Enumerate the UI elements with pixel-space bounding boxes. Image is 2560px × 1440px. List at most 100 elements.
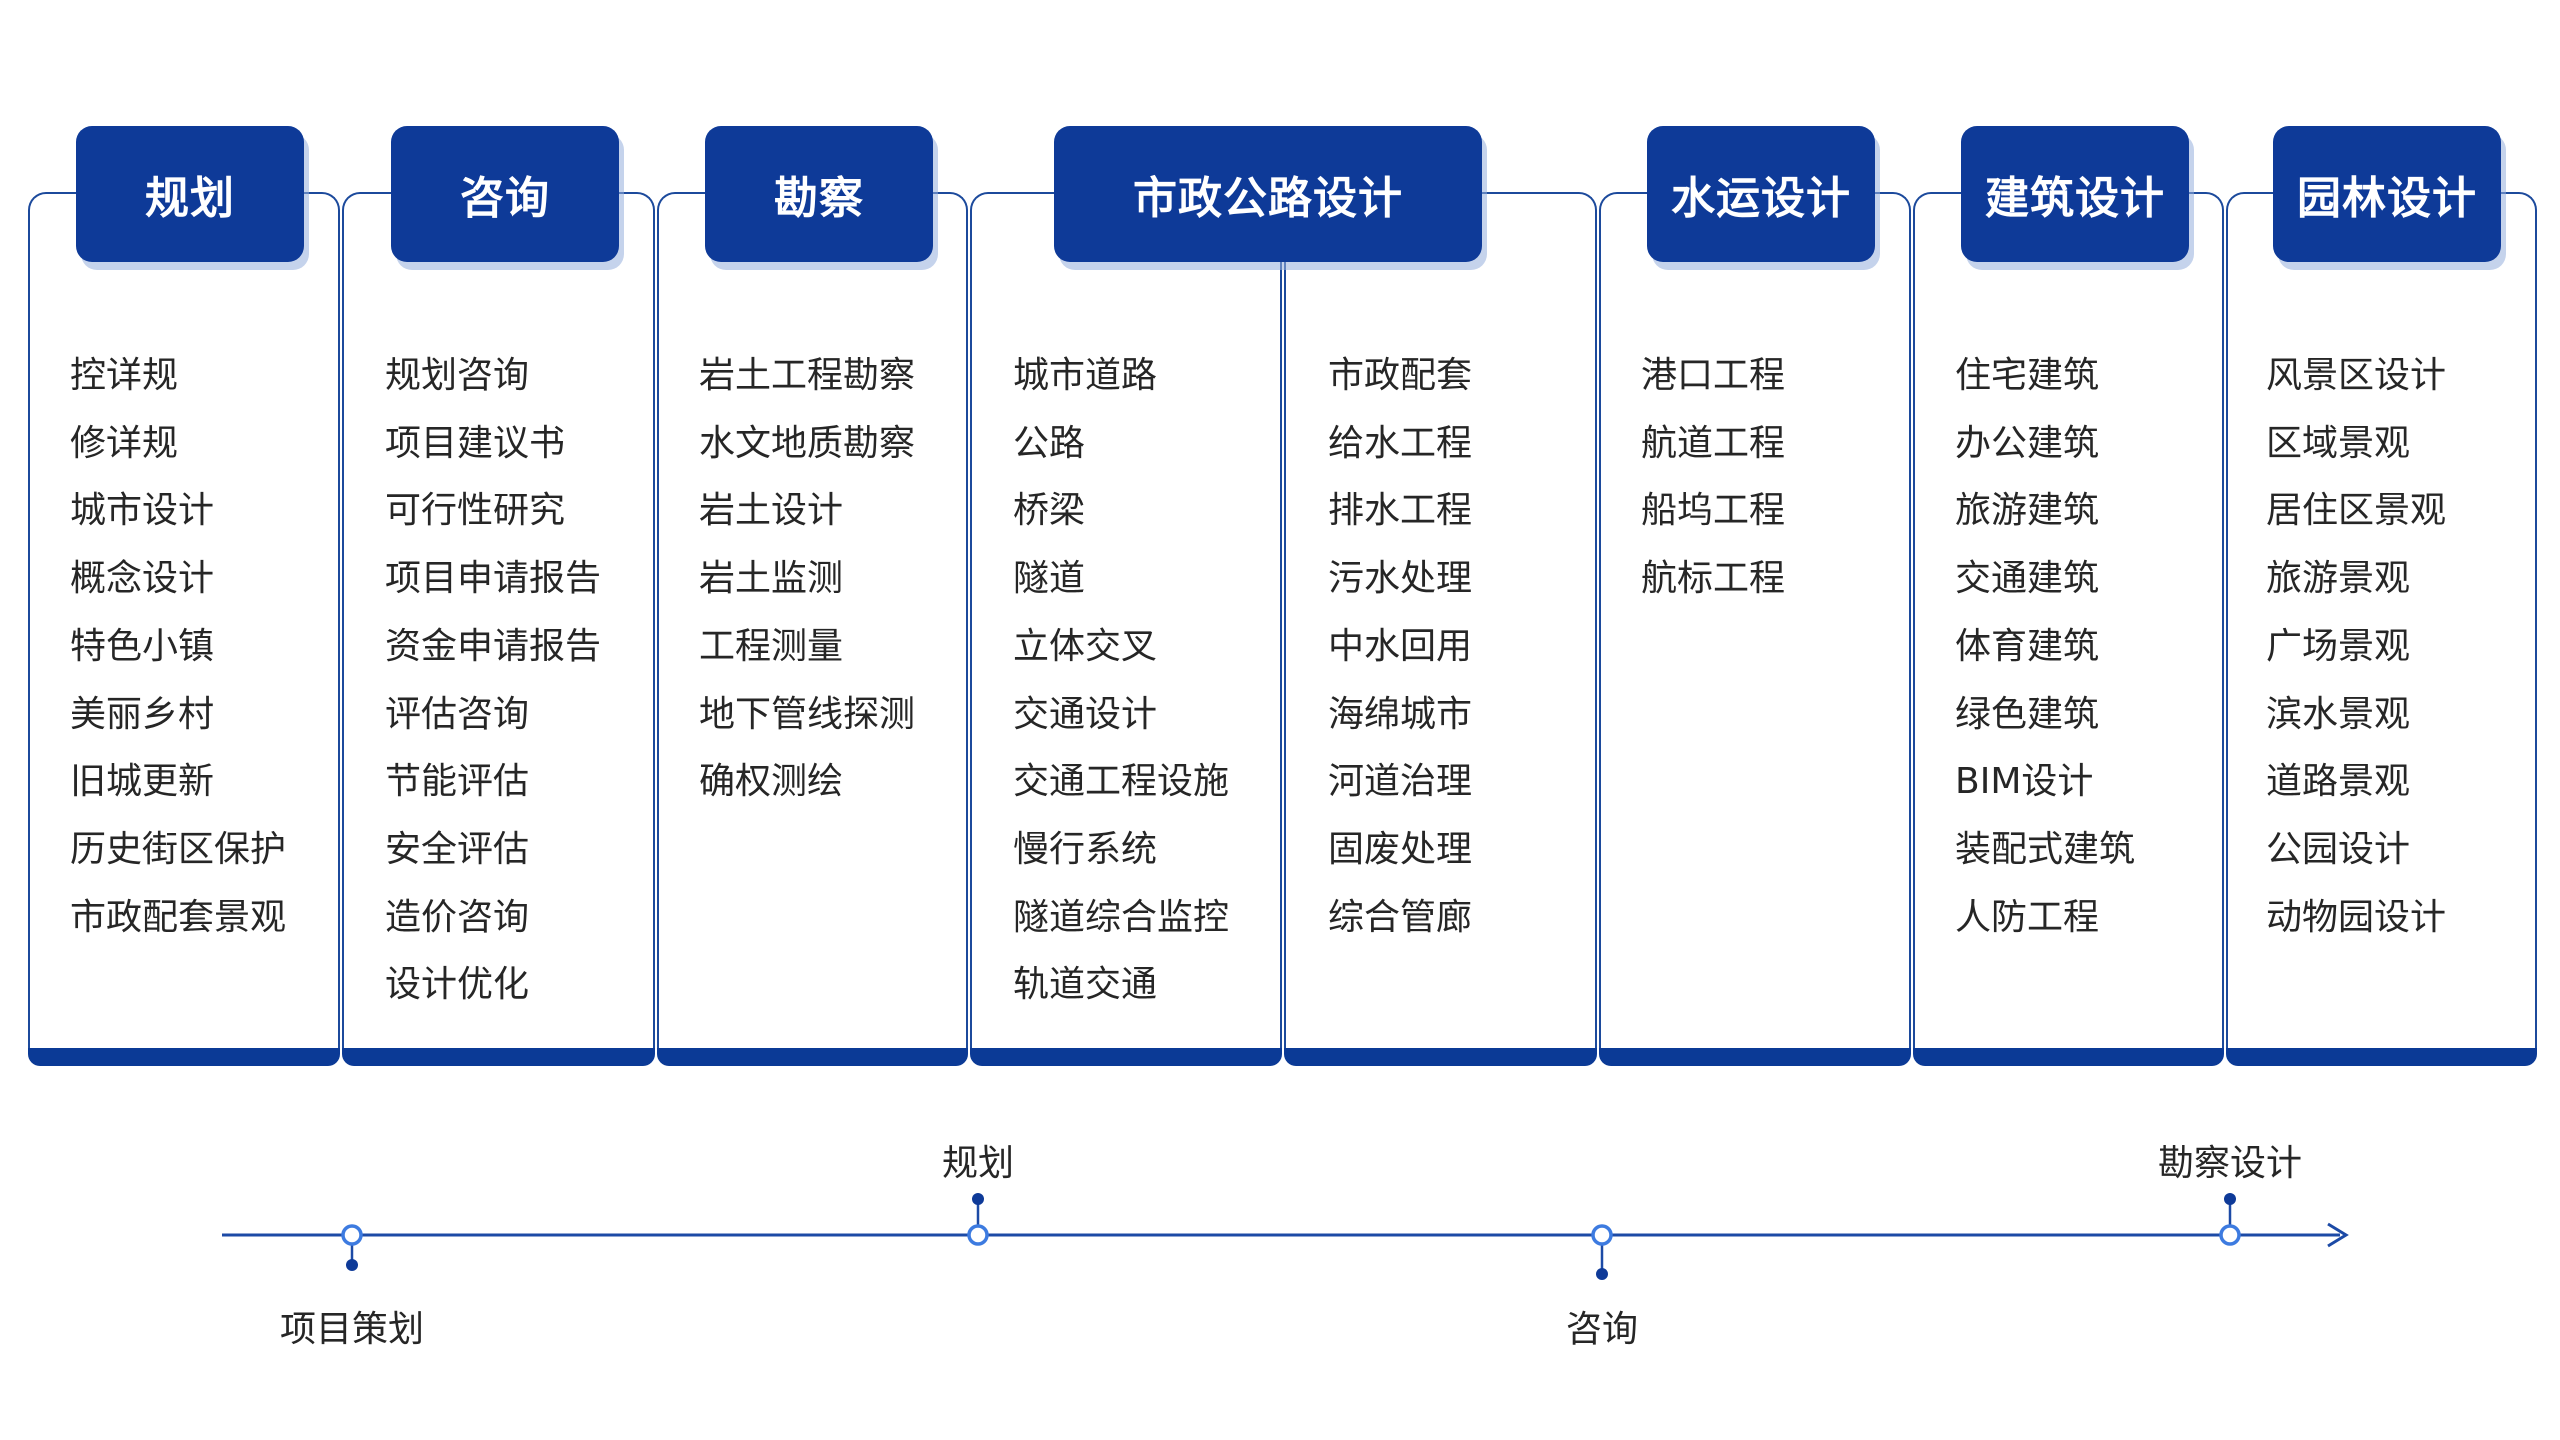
list-item: 项目申请报告 xyxy=(385,558,602,600)
list-item: 旅游景观 xyxy=(2266,558,2411,600)
card-base-waterway xyxy=(1599,1048,1911,1066)
list-item: BIM设计 xyxy=(1955,761,2094,803)
card-architecture xyxy=(1913,192,2224,1062)
list-item: 给水工程 xyxy=(1328,422,1473,464)
list-item: 造价咨询 xyxy=(385,896,530,938)
list-item: 区域景观 xyxy=(2266,422,2411,464)
list-landscape: 风景区设计 区域景观 居住区景观 旅游景观 广场景观 滨水景观 道路景观 公园设… xyxy=(2266,342,2446,951)
card-waterway xyxy=(1599,192,1911,1062)
list-item: 滨水景观 xyxy=(2266,693,2411,735)
card-consulting xyxy=(342,192,655,1062)
list-item: 住宅建筑 xyxy=(1955,355,2100,396)
list-item: 风景区设计 xyxy=(2266,355,2447,396)
timeline-label-planning: 规划 xyxy=(941,1143,1015,1184)
list-item: 安全评估 xyxy=(385,828,530,870)
list-item: 广场景观 xyxy=(2266,625,2411,667)
list-item: 动物园设计 xyxy=(2266,896,2447,938)
list-item: 船坞工程 xyxy=(1641,490,1786,532)
timeline-label-consulting: 咨询 xyxy=(1565,1309,1639,1350)
card-planning xyxy=(28,192,340,1062)
tab-consulting: 咨询 xyxy=(391,126,619,262)
list-item: 设计优化 xyxy=(385,964,530,1006)
timeline-node xyxy=(2219,1224,2241,1246)
list-item: 美丽乡村 xyxy=(70,693,215,735)
card-base-survey xyxy=(657,1048,968,1066)
tab-waterway-design: 水运设计 xyxy=(1647,126,1875,262)
list-item: 公路 xyxy=(1013,422,1086,464)
list-item: 海绵城市 xyxy=(1328,693,1473,735)
list-item: 轨道交通 xyxy=(1013,964,1158,1006)
list-item: 项目建议书 xyxy=(385,422,566,464)
card-base-architecture xyxy=(1913,1048,2224,1066)
list-item: 历史街区保护 xyxy=(70,828,287,870)
list-item: 绿色建筑 xyxy=(1955,693,2100,735)
list-item: 修详规 xyxy=(70,422,179,464)
list-item: 中水回用 xyxy=(1328,625,1473,667)
list-item: 隧道综合监控 xyxy=(1013,896,1230,938)
list-item: 立体交叉 xyxy=(1013,625,1158,667)
list-item: 慢行系统 xyxy=(1013,828,1158,870)
list-item: 办公建筑 xyxy=(1955,422,2100,464)
card-landscape xyxy=(2226,192,2537,1062)
list-item: 岩土工程勘察 xyxy=(699,355,916,396)
list-item: 道路景观 xyxy=(2266,761,2411,803)
list-consulting: 规划咨询 项目建议书 可行性研究 项目申请报告 资金申请报告 评估咨询 节能评估… xyxy=(385,342,601,1019)
timeline-node xyxy=(967,1224,989,1246)
list-item: 居住区景观 xyxy=(2266,490,2447,532)
tab-planning: 规划 xyxy=(76,126,304,262)
list-item: 资金申请报告 xyxy=(385,625,602,667)
list-item: 控详规 xyxy=(70,355,179,396)
list-item: 公园设计 xyxy=(2266,828,2411,870)
tab-landscape-design: 园林设计 xyxy=(2273,126,2501,262)
tab-architecture-design: 建筑设计 xyxy=(1961,126,2189,262)
list-item: 体育建筑 xyxy=(1955,625,2100,667)
list-item: 装配式建筑 xyxy=(1955,828,2136,870)
tab-municipal-road-design: 市政公路设计 xyxy=(1054,126,1482,262)
timeline-stem-dot xyxy=(2224,1193,2236,1205)
timeline-stem-dot xyxy=(346,1259,358,1271)
list-architecture: 住宅建筑 办公建筑 旅游建筑 交通建筑 体育建筑 绿色建筑 BIM设计 装配式建… xyxy=(1955,342,2135,951)
card-survey xyxy=(657,192,968,1062)
list-item: 固废处理 xyxy=(1328,828,1473,870)
list-item: 确权测绘 xyxy=(699,761,844,803)
card-base-municipal-right xyxy=(1284,1048,1597,1066)
timeline-stem-dot xyxy=(972,1193,984,1205)
list-item: 港口工程 xyxy=(1641,355,1786,396)
list-item: 评估咨询 xyxy=(385,693,530,735)
list-item: 城市道路 xyxy=(1013,355,1158,396)
list-item: 规划咨询 xyxy=(385,355,530,396)
list-municipal-utilities: 市政配套 给水工程 排水工程 污水处理 中水回用 海绵城市 河道治理 固废处理 … xyxy=(1328,342,1472,951)
list-waterway: 港口工程 航道工程 船坞工程 航标工程 xyxy=(1641,342,1785,613)
list-item: 综合管廊 xyxy=(1328,896,1473,938)
list-survey: 岩土工程勘察 水文地质勘察 岩土设计 岩土监测 工程测量 地下管线探测 确权测绘 xyxy=(699,342,915,816)
card-base-municipal-left xyxy=(970,1048,1282,1066)
list-item: 地下管线探测 xyxy=(699,693,916,735)
list-item: 水文地质勘察 xyxy=(699,422,916,464)
list-item: 市政配套景观 xyxy=(70,896,287,938)
list-item: 人防工程 xyxy=(1955,896,2100,938)
list-item: 交通建筑 xyxy=(1955,558,2100,600)
list-item: 岩土监测 xyxy=(699,558,844,600)
list-item: 隧道 xyxy=(1013,558,1086,600)
card-base-planning xyxy=(28,1048,340,1066)
list-item: 旅游建筑 xyxy=(1955,490,2100,532)
timeline-arrow-icon xyxy=(2327,1222,2349,1248)
list-item: 排水工程 xyxy=(1328,490,1473,532)
list-item: 节能评估 xyxy=(385,761,530,803)
timeline-label-project-planning: 项目策划 xyxy=(279,1309,425,1350)
list-item: 旧城更新 xyxy=(70,761,215,803)
list-item: 可行性研究 xyxy=(385,490,566,532)
card-municipal-left xyxy=(970,192,1282,1062)
list-item: 交通工程设施 xyxy=(1013,761,1230,803)
timeline-node xyxy=(1591,1224,1613,1246)
list-item: 航道工程 xyxy=(1641,422,1786,464)
card-base-consulting xyxy=(342,1048,655,1066)
list-item: 河道治理 xyxy=(1328,761,1473,803)
card-municipal-right xyxy=(1284,192,1597,1062)
list-item: 城市设计 xyxy=(70,490,215,532)
list-item: 岩土设计 xyxy=(699,490,844,532)
list-item: 交通设计 xyxy=(1013,693,1158,735)
tab-survey: 勘察 xyxy=(705,126,933,262)
list-municipal-road: 城市道路 公路 桥梁 隧道 立体交叉 交通设计 交通工程设施 慢行系统 隧道综合… xyxy=(1013,342,1229,1019)
